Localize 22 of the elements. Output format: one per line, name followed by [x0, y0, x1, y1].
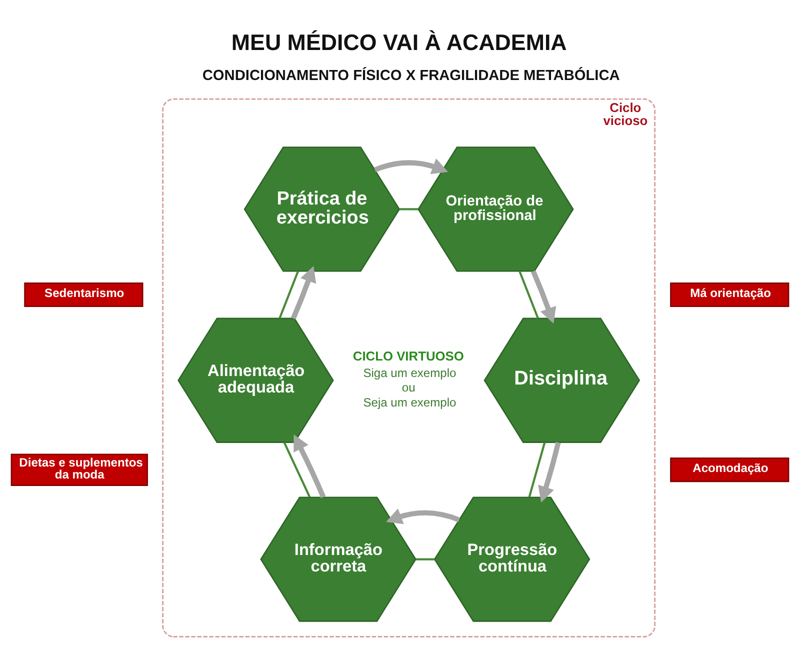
node-box: Acomodação	[670, 457, 790, 482]
label: Seja um exemplo	[363, 394, 456, 409]
connector	[528, 442, 546, 497]
label: Siga um exemplo	[363, 366, 456, 380]
connector	[400, 208, 418, 210]
diagram-title: MEU MÉDICO VAI À ACADEMIA	[231, 29, 567, 54]
arrow	[538, 441, 561, 502]
connector	[518, 270, 540, 318]
node-box: Sedentarismo	[24, 282, 144, 307]
arrow	[290, 266, 316, 319]
arrow	[386, 508, 460, 524]
connector	[283, 442, 311, 498]
arrow	[294, 434, 326, 498]
arrow	[374, 158, 448, 174]
connector	[278, 270, 300, 318]
label: ou	[402, 380, 416, 394]
label: CICLO VIRTUOSO	[352, 348, 464, 364]
label: CONDICIONAMENTO FÍSICO X FRAGILIDADE METABÓLICA	[202, 67, 620, 84]
node-box: Dietas e suplementos da moda	[10, 453, 148, 486]
connector	[416, 558, 434, 560]
arrow	[530, 270, 556, 324]
node-box: Má orientação	[670, 282, 790, 307]
